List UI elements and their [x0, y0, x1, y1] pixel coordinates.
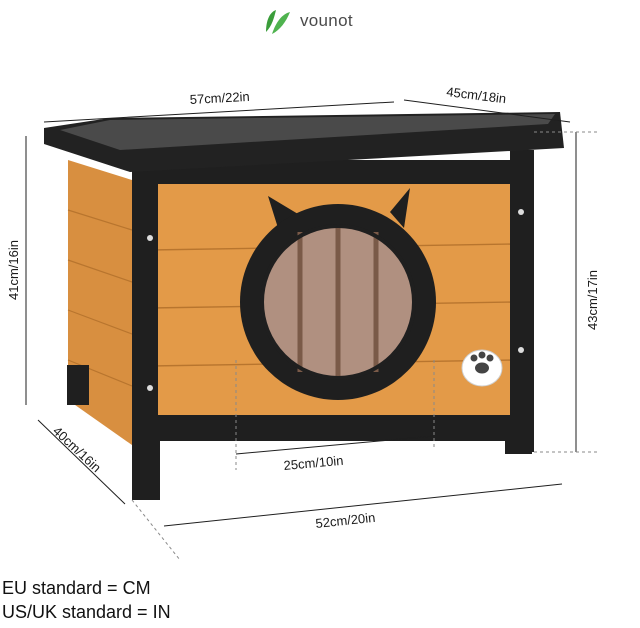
- front-left-leg: [132, 440, 160, 500]
- guide-lines: [131, 131, 600, 561]
- dim-left-height: 41cm/16in: [6, 240, 21, 300]
- roof-top: [60, 114, 555, 150]
- dim-right-height: 43cm/17in: [585, 270, 600, 330]
- cat-house: [44, 112, 564, 500]
- legend-us: US/UK standard = IN: [2, 602, 171, 622]
- front-right-leg: [505, 440, 532, 454]
- back-leg: [67, 365, 89, 405]
- cat-ear-icon: [268, 196, 298, 228]
- brand: vounot: [262, 4, 353, 38]
- dim-bottom-depth: 40cm/16in: [50, 423, 104, 475]
- bottom-rail: [132, 415, 532, 441]
- dim-bottom-width: 52cm/20in: [315, 510, 376, 531]
- dimension-lines: [25, 99, 577, 527]
- dim-top-depth: 45cm/18in: [446, 84, 507, 106]
- cat-ear-icon: [390, 188, 410, 228]
- brand-name: vounot: [300, 11, 353, 30]
- dim-top-width: 57cm/22in: [189, 89, 250, 107]
- leaf-logo-icon: [266, 10, 290, 34]
- front-right-post: [510, 150, 534, 452]
- dim-door-width: 25cm/10in: [283, 453, 344, 473]
- legend-eu: EU standard = CM: [2, 578, 151, 598]
- paw-print-icon: [461, 349, 503, 387]
- door: [240, 188, 436, 400]
- unit-legend: EU standard = CM US/UK standard = IN: [2, 576, 171, 624]
